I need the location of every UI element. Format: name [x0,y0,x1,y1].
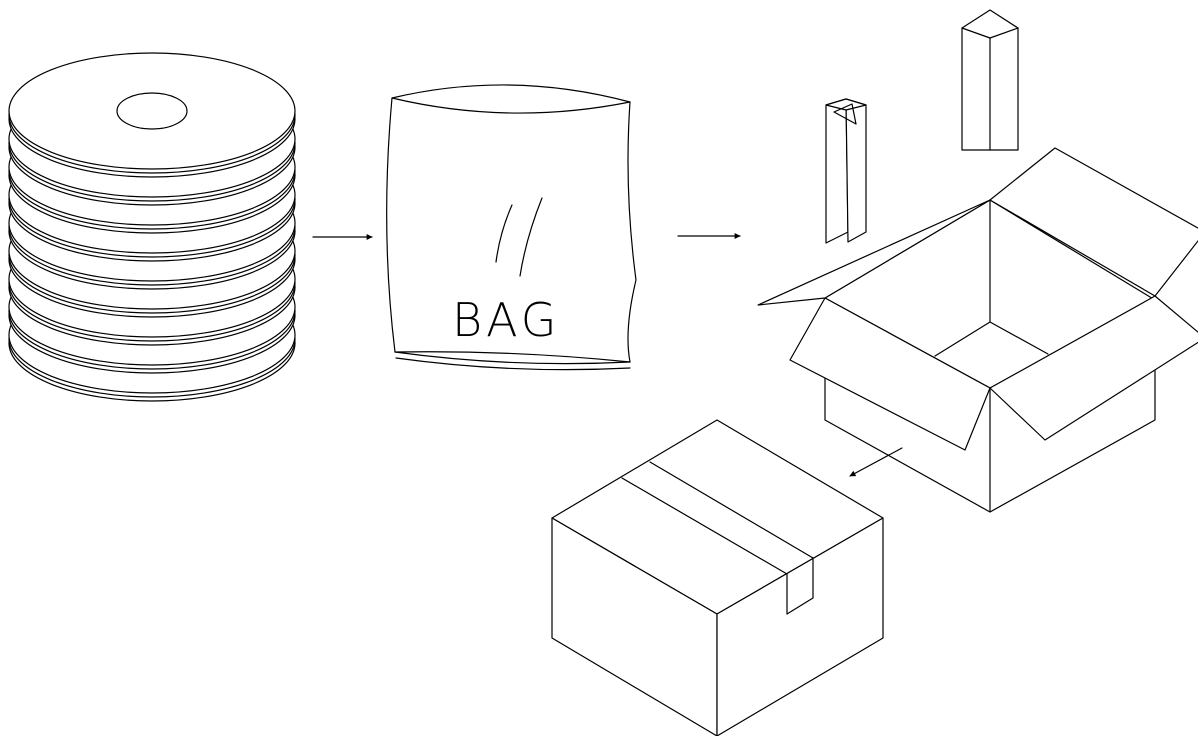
tape-strip [622,478,787,574]
corner-guard-left [826,99,866,243]
bag-label: BAG [452,293,560,347]
arrow-carton-to-sealed [850,448,902,476]
corner-guard-right [962,10,1018,150]
tape-strip [650,462,813,558]
bag-highlight-mark [496,205,512,262]
sealed-carton [552,420,883,736]
open-carton [758,148,1198,512]
disc-stack [9,53,295,401]
bag: BAG [387,85,636,370]
tape-flap [787,558,813,614]
disc-center-hole [117,93,187,129]
bag-highlight-mark [520,198,542,276]
disc [9,53,295,177]
